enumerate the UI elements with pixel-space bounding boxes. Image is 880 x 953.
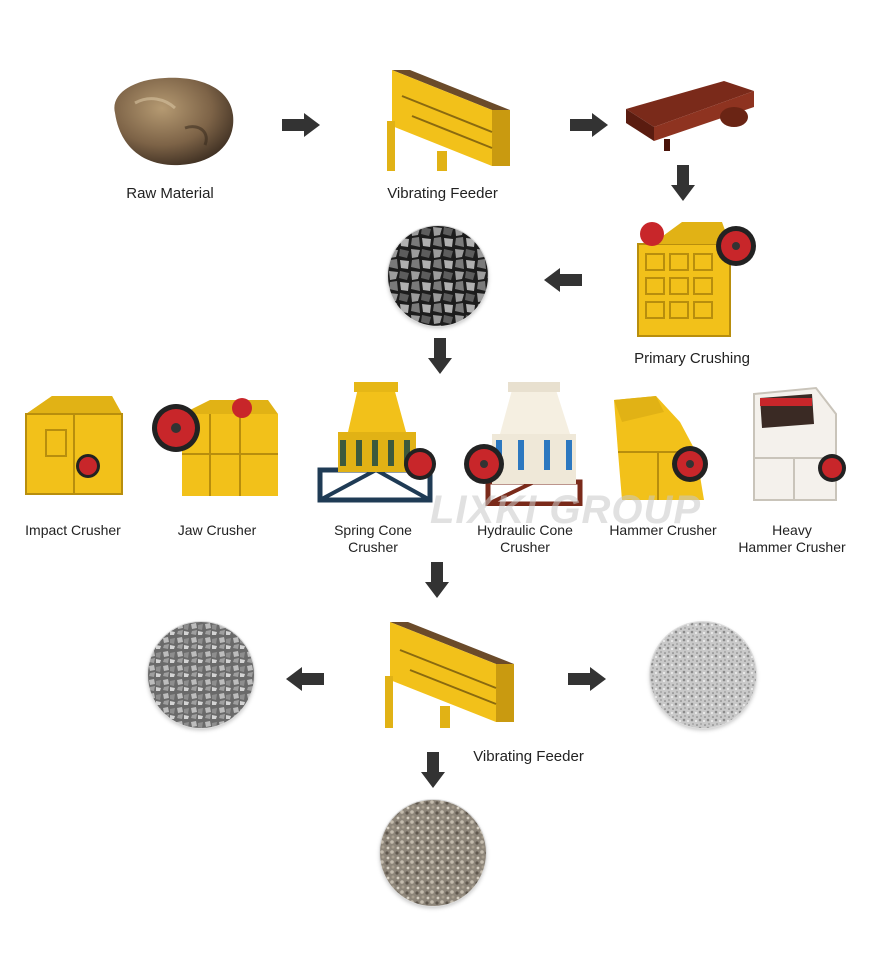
hydraulic-cone-crusher-image [464, 382, 583, 506]
vibrating-feeder-image [387, 70, 510, 171]
hammer-crusher-image [614, 396, 708, 500]
arrow-right-icon [282, 113, 320, 137]
crusher-label: Hydraulic Cone Crusher [477, 522, 573, 555]
watermark: LIXKI GROUP [430, 488, 702, 532]
fine-sand-image [650, 622, 756, 728]
arrow-right-icon [570, 113, 608, 137]
crusher-label: Impact Crusher [25, 522, 121, 538]
raw-material-image [114, 77, 234, 166]
crusher-label: Jaw Crusher [177, 522, 257, 538]
crusher-label: Hammer Crusher [609, 522, 717, 538]
primary-crushing-label: Primary Crushing [634, 350, 750, 367]
crushed-stone-image [388, 226, 488, 326]
coarse-aggregate-image [148, 622, 254, 728]
final-aggregate-image [380, 800, 486, 906]
crusher-label: Spring Cone Crusher [334, 522, 412, 555]
primary-jaw-crusher-image [637, 222, 756, 337]
heavy-hammer-crusher-image [753, 386, 846, 501]
jaw-crusher-image [152, 398, 278, 496]
arrow-left-icon [286, 667, 324, 691]
arrow-down-icon [421, 752, 445, 788]
arrow-right-icon [568, 667, 606, 691]
vibrating-feeder-label: Vibrating Feeder [387, 185, 498, 202]
arrow-down-icon [671, 165, 695, 201]
grizzly-feeder-image [626, 81, 754, 151]
vibrating-screen-image [385, 622, 514, 728]
raw-material-label: Raw Material [126, 185, 214, 202]
arrow-down-icon [428, 338, 452, 374]
arrow-left-icon [544, 268, 582, 292]
impact-crusher-image [25, 396, 123, 495]
spring-cone-crusher-image [317, 382, 436, 503]
crusher-label: Heavy Hammer Crusher [738, 522, 846, 555]
arrow-down-icon [425, 562, 449, 598]
vibrating-screen-label: Vibrating Feeder [473, 748, 584, 765]
